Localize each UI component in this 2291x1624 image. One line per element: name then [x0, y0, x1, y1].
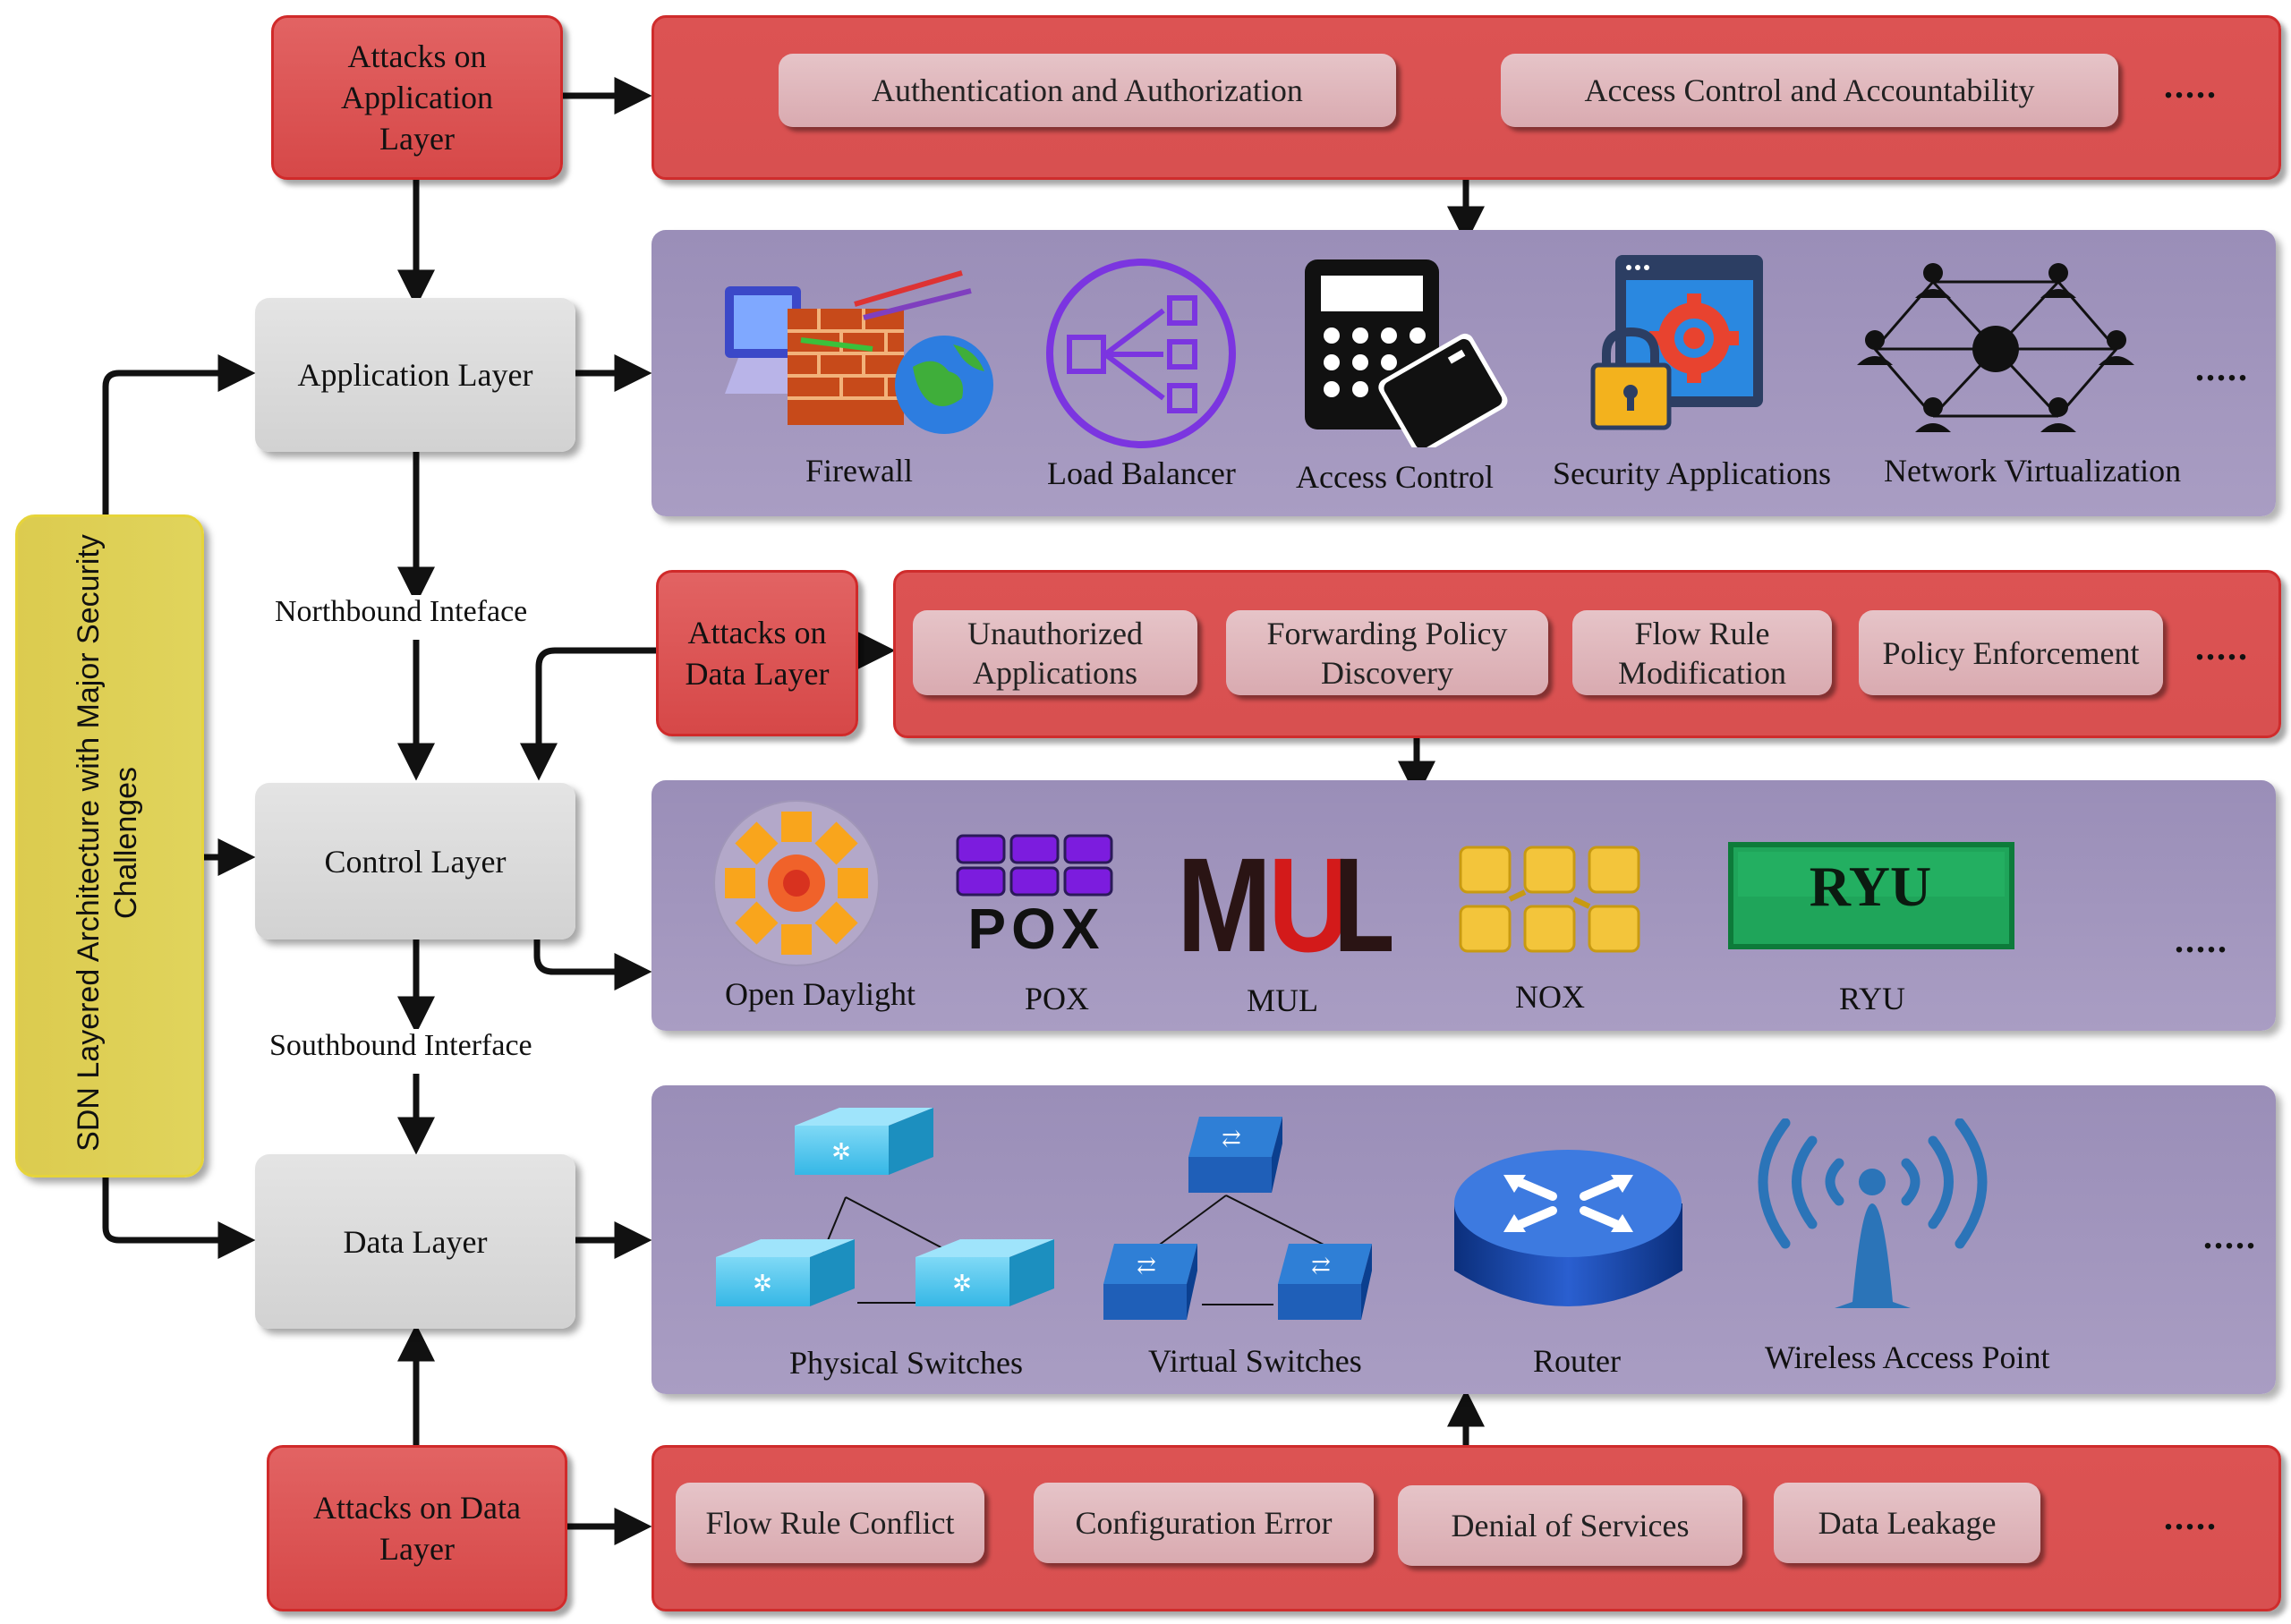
- network-virtualization-label: Network Virtualization: [1884, 453, 2182, 489]
- app-attacks-more: .....: [2164, 65, 2218, 106]
- router-label: Router: [1533, 1343, 1621, 1379]
- attacks-data-top-label: Attacks on Data Layer: [685, 615, 830, 692]
- control-layer-box: Control Layer: [255, 783, 575, 940]
- control-attack-item: Flow Rule Modification: [1572, 610, 1832, 695]
- access-control-icon: [1305, 259, 1508, 447]
- wireless-access-point-icon: [1758, 1118, 1988, 1308]
- applications-more: .....: [2195, 348, 2249, 388]
- router-icon: [1454, 1150, 1682, 1306]
- devices-more: .....: [2203, 1216, 2257, 1256]
- pox-label: POX: [1025, 981, 1090, 1016]
- attacks-data-top-box: Attacks on Data Layer: [656, 570, 858, 736]
- svg-text:⇄: ⇄: [1137, 1253, 1156, 1279]
- firewall-icon: [725, 270, 993, 434]
- security-applications-icon: [1590, 255, 1763, 430]
- app-attack-item: Access Control and Accountability: [1501, 54, 2118, 127]
- application-layer-box: Application Layer: [255, 298, 575, 452]
- ryu-logo-text: RYU: [1810, 855, 1931, 918]
- nox-logo: [1459, 846, 1640, 953]
- data-attack-item-label: Denial of Services: [1451, 1508, 1690, 1543]
- data-attacks-more: .....: [2164, 1497, 2218, 1537]
- pox-logo-text: POX: [967, 897, 1104, 955]
- physical-switches-label: Physical Switches: [789, 1345, 1023, 1381]
- data-attack-item: Data Leakage: [1774, 1483, 2040, 1563]
- control-attack-item-label: Flow Rule Modification: [1618, 615, 1786, 691]
- controllers-more: .....: [2175, 920, 2228, 960]
- physical-switches-icon: ✲ ✲ ✲: [716, 1108, 1054, 1306]
- wireless-access-point-label: Wireless Access Point: [1765, 1339, 2050, 1375]
- ryu-logo: RYU: [1728, 842, 2014, 949]
- data-attack-item: Denial of Services: [1398, 1485, 1742, 1566]
- southbound-interface-label: Southbound Interface: [269, 1029, 532, 1063]
- attacks-application-label: Attacks on Application Layer: [341, 38, 493, 157]
- svg-text:✲: ✲: [952, 1271, 972, 1297]
- app-attack-item: Authentication and Authorization: [779, 54, 1396, 127]
- open-daylight-icon: [713, 800, 880, 966]
- attacks-data-bottom-label: Attacks on Data Layer: [313, 1490, 521, 1567]
- control-attack-item: Policy Enforcement: [1859, 610, 2163, 695]
- side-label-box: [15, 514, 204, 1178]
- attacks-data-bottom-box: Attacks on Data Layer: [267, 1445, 567, 1611]
- side-label: SDN Layered Architecture with Major Secu…: [72, 534, 143, 1152]
- control-attack-item-label: Unauthorized Applications: [967, 615, 1143, 691]
- pox-logo: POX: [956, 834, 1113, 955]
- nox-label: NOX: [1515, 979, 1585, 1015]
- svg-text:✲: ✲: [831, 1139, 851, 1165]
- load-balancer-label: Load Balancer: [1047, 455, 1236, 491]
- svg-text:✲: ✲: [753, 1271, 772, 1297]
- ryu-label: RYU: [1839, 981, 1906, 1016]
- mul-logo-m: M: [1177, 846, 1272, 957]
- data-attack-item: Flow Rule Conflict: [676, 1483, 984, 1563]
- app-attack-item-label: Access Control and Accountability: [1584, 72, 2035, 108]
- control-attack-item-label: Policy Enforcement: [1882, 634, 2140, 671]
- virtual-switches-icon: ⇄ ⇄ ⇄: [1103, 1117, 1372, 1320]
- svg-text:⇄: ⇄: [1222, 1126, 1241, 1152]
- network-virtualization-icon: [1857, 263, 2134, 432]
- control-attacks-more: .....: [2195, 627, 2249, 667]
- mul-label: MUL: [1247, 982, 1318, 1018]
- mul-logo: M U L: [1177, 846, 1392, 957]
- control-attack-item: Forwarding Policy Discovery: [1226, 610, 1548, 695]
- data-attack-item-label: Data Leakage: [1818, 1505, 1997, 1541]
- data-layer-label: Data Layer: [343, 1223, 488, 1260]
- svg-text:⇄: ⇄: [1311, 1253, 1331, 1279]
- control-attack-item: Unauthorized Applications: [913, 610, 1197, 695]
- access-control-label: Access Control: [1296, 459, 1494, 495]
- attacks-application-box: Attacks on Application Layer: [271, 15, 563, 180]
- northbound-interface-label: Northbound Inteface: [275, 595, 528, 629]
- data-layer-box: Data Layer: [255, 1154, 575, 1329]
- app-attack-item-label: Authentication and Authorization: [872, 72, 1303, 108]
- firewall-label: Firewall: [805, 453, 913, 489]
- control-layer-label: Control Layer: [324, 843, 507, 880]
- control-attack-item-label: Forwarding Policy Discovery: [1266, 615, 1508, 691]
- data-attack-item: Configuration Error: [1034, 1483, 1374, 1563]
- data-attack-item-label: Flow Rule Conflict: [705, 1505, 955, 1541]
- virtual-switches-label: Virtual Switches: [1148, 1343, 1362, 1379]
- load-balancer-icon: [1046, 259, 1236, 448]
- side-label-text: SDN Layered Architecture with Major Secu…: [70, 512, 145, 1174]
- security-applications-label: Security Applications: [1553, 455, 1831, 491]
- mul-logo-u: U: [1268, 846, 1350, 957]
- mul-logo-l: L: [1333, 846, 1392, 957]
- open-daylight-label: Open Daylight: [725, 976, 916, 1012]
- data-attack-item-label: Configuration Error: [1075, 1505, 1333, 1541]
- application-layer-label: Application Layer: [297, 357, 533, 393]
